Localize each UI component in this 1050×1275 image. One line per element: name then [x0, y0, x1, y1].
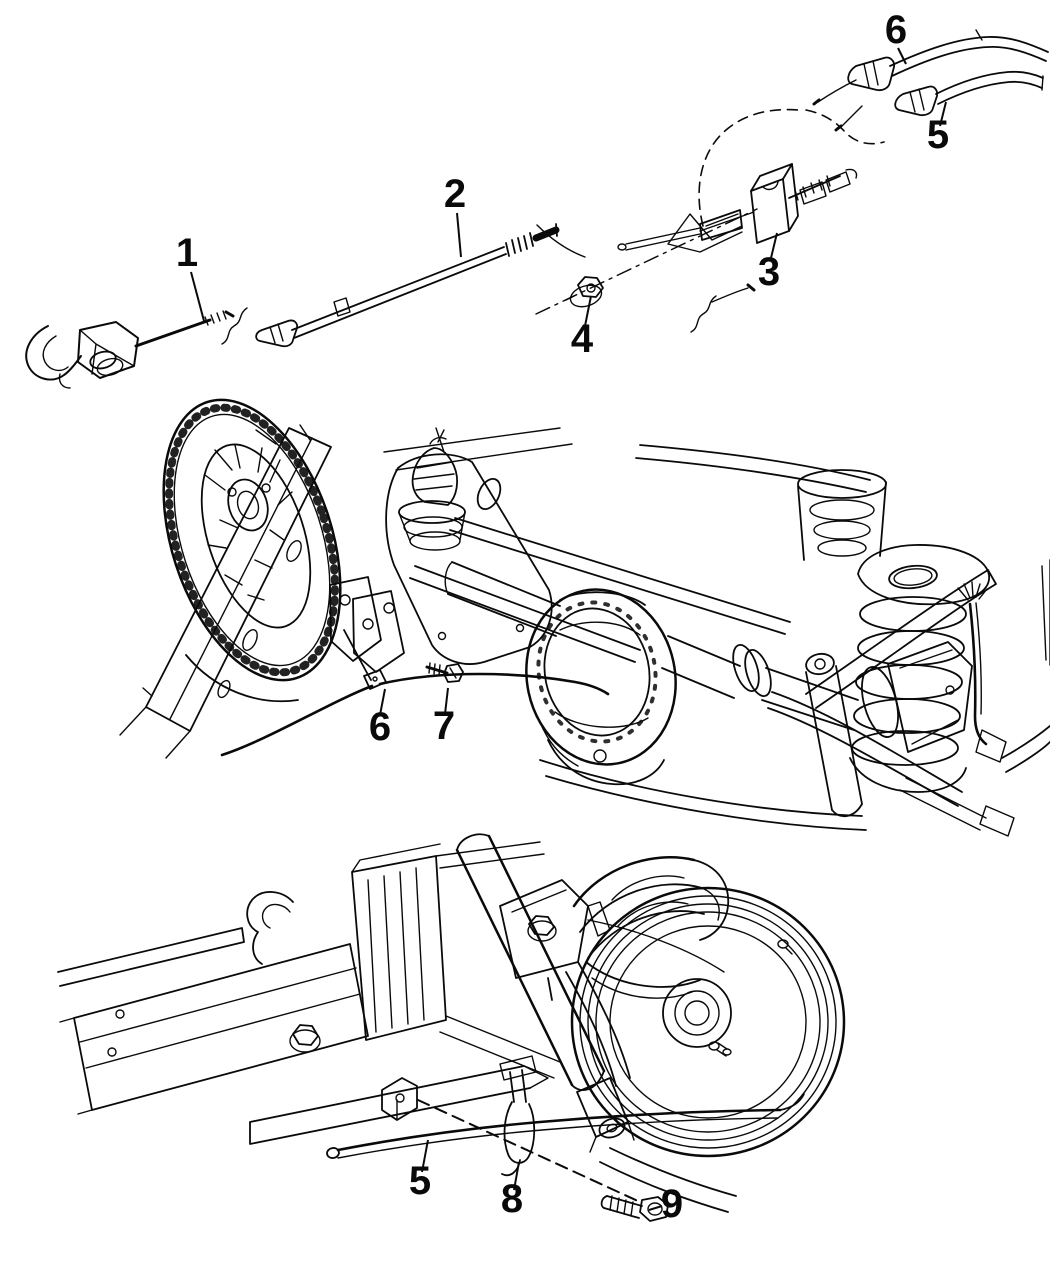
brake-drum-assembly	[162, 398, 342, 703]
callout-leader	[770, 232, 778, 259]
shock-absorber	[805, 652, 863, 818]
callouts: 1 2 3 4 5 6 6 7 5 8 9	[176, 8, 949, 1226]
right-hub-brackets	[767, 641, 1015, 837]
shock-absorber-detail	[455, 833, 635, 1153]
rear-suspension-detail-view	[57, 833, 846, 1222]
callout-leader	[379, 688, 386, 716]
coil-spring-detail	[572, 856, 730, 999]
callout-5b-label: 5	[409, 1159, 431, 1203]
retainer-bolt	[600, 1195, 669, 1222]
frame-rail	[119, 424, 332, 759]
callout-8-label: 8	[501, 1177, 523, 1221]
frame-arch	[635, 444, 887, 561]
coil-spring	[805, 544, 997, 793]
axle-mount-bracket	[499, 879, 725, 1087]
callout-9-label: 9	[661, 1182, 683, 1226]
frame-clip-bracket	[381, 1077, 418, 1121]
routing-reference-line	[698, 108, 799, 227]
detail-cable-run	[326, 1055, 805, 1222]
callout-leader	[421, 1139, 429, 1173]
callout-6-label: 6	[885, 8, 907, 52]
callout-leader	[648, 1205, 663, 1211]
shock-mount-plate	[383, 427, 573, 665]
intermediate-cable	[255, 223, 560, 348]
cable-retainer-clip	[499, 1055, 537, 1177]
right-rear-cable	[834, 70, 1044, 132]
callout-2-label: 2	[444, 172, 466, 216]
callout-7-label: 7	[433, 704, 455, 748]
callout-leader	[897, 47, 907, 65]
callout-1-label: 1	[176, 231, 198, 275]
callout-leader	[939, 101, 947, 127]
callout-leader	[584, 295, 592, 327]
front-cable	[25, 310, 235, 389]
cable-assembly-exploded-view	[25, 29, 1049, 389]
bolt-axis-line	[417, 1099, 641, 1203]
break-symbol	[690, 295, 717, 333]
callout-3-label: 3	[758, 250, 780, 294]
callout-5-label: 5	[927, 113, 949, 157]
left-rear-cable	[812, 29, 1049, 106]
adjuster-rod	[617, 209, 743, 253]
callout-4-label: 4	[571, 317, 594, 361]
clip-bolt	[425, 662, 464, 683]
underbody-cable-run	[220, 576, 610, 757]
callout-leader	[190, 271, 205, 322]
adjuster-nut	[565, 276, 604, 308]
frame-rail-detail	[57, 891, 369, 1115]
equalizer-bracket	[699, 163, 858, 244]
callout-leader	[456, 212, 462, 258]
routing-reference-line	[805, 109, 885, 145]
right-cable-run	[957, 559, 1050, 773]
ribbed-panel	[351, 841, 561, 1079]
callout-leader	[444, 687, 449, 715]
jounce-bumper	[398, 429, 466, 551]
brake-drum-detail	[570, 886, 846, 1213]
rear-axle-differential	[444, 561, 859, 786]
callout-6b-label: 6	[369, 705, 391, 749]
rear-axle-underbody-view	[119, 398, 1050, 837]
break-symbol	[221, 307, 248, 345]
callout-leader	[513, 1161, 520, 1191]
suspension-links	[409, 517, 867, 831]
